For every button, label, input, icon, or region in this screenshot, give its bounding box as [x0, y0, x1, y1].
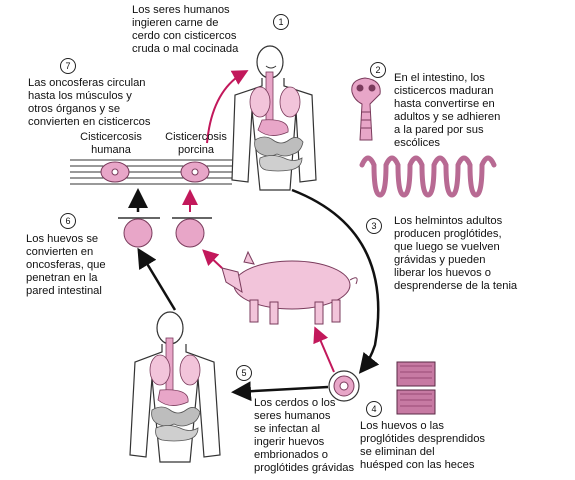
- oncosphere-human: [118, 217, 160, 248]
- adult-tapeworm-icon: [359, 155, 497, 198]
- step-text-4: Los huevos o las proglótides desprendido…: [360, 420, 486, 471]
- step-text-6: Los huevos se convierten en oncosferas, …: [26, 233, 106, 297]
- scolex-icon: [351, 77, 381, 141]
- arrow-pig-to-oncosphere: [202, 249, 223, 269]
- step-text-2: En el intestino, los cisticercos maduran…: [394, 72, 501, 149]
- step-text-3: Los helmintos adultos producen proglótid…: [394, 215, 518, 292]
- pig-illustration: [221, 250, 358, 325]
- human-figure-top: [231, 45, 317, 191]
- proglottids-icon: [396, 361, 436, 415]
- step-number-1: 1: [273, 14, 289, 30]
- oncosphere-porcine: [172, 217, 212, 248]
- step-number-4: 4: [366, 401, 382, 417]
- label-human-cysticercosis: Cisticercosis humana: [80, 131, 142, 156]
- arrow-human-to-oncosphere: [137, 247, 177, 311]
- label-porcine-cysticercosis: Cisticercosis porcina: [165, 131, 227, 156]
- arrow-eggs-to-pig: [313, 326, 335, 373]
- step-number-3: 3: [366, 218, 382, 234]
- step-text-7: Las oncosferas circulan hasta los múscul…: [28, 77, 151, 128]
- arrow-eggs-to-human: [231, 381, 329, 402]
- step-number-6: 6: [60, 213, 76, 229]
- arrow-human-to-intestine: [206, 70, 249, 144]
- egg-icon: [328, 370, 360, 402]
- human-cysticercus-muscle: [70, 159, 160, 185]
- human-figure-bottom: [129, 311, 221, 463]
- step-text-1: Los seres humanos ingieren carne de cerd…: [132, 4, 239, 55]
- step-number-2: 2: [370, 62, 386, 78]
- step-number-7: 7: [60, 58, 76, 74]
- step-text-5: Los cerdos o los seres humanos se infect…: [254, 397, 355, 474]
- arrow-adult-to-eggs: [291, 188, 380, 374]
- porcine-cysticercus-muscle: [158, 159, 232, 185]
- step-number-5: 5: [236, 365, 252, 381]
